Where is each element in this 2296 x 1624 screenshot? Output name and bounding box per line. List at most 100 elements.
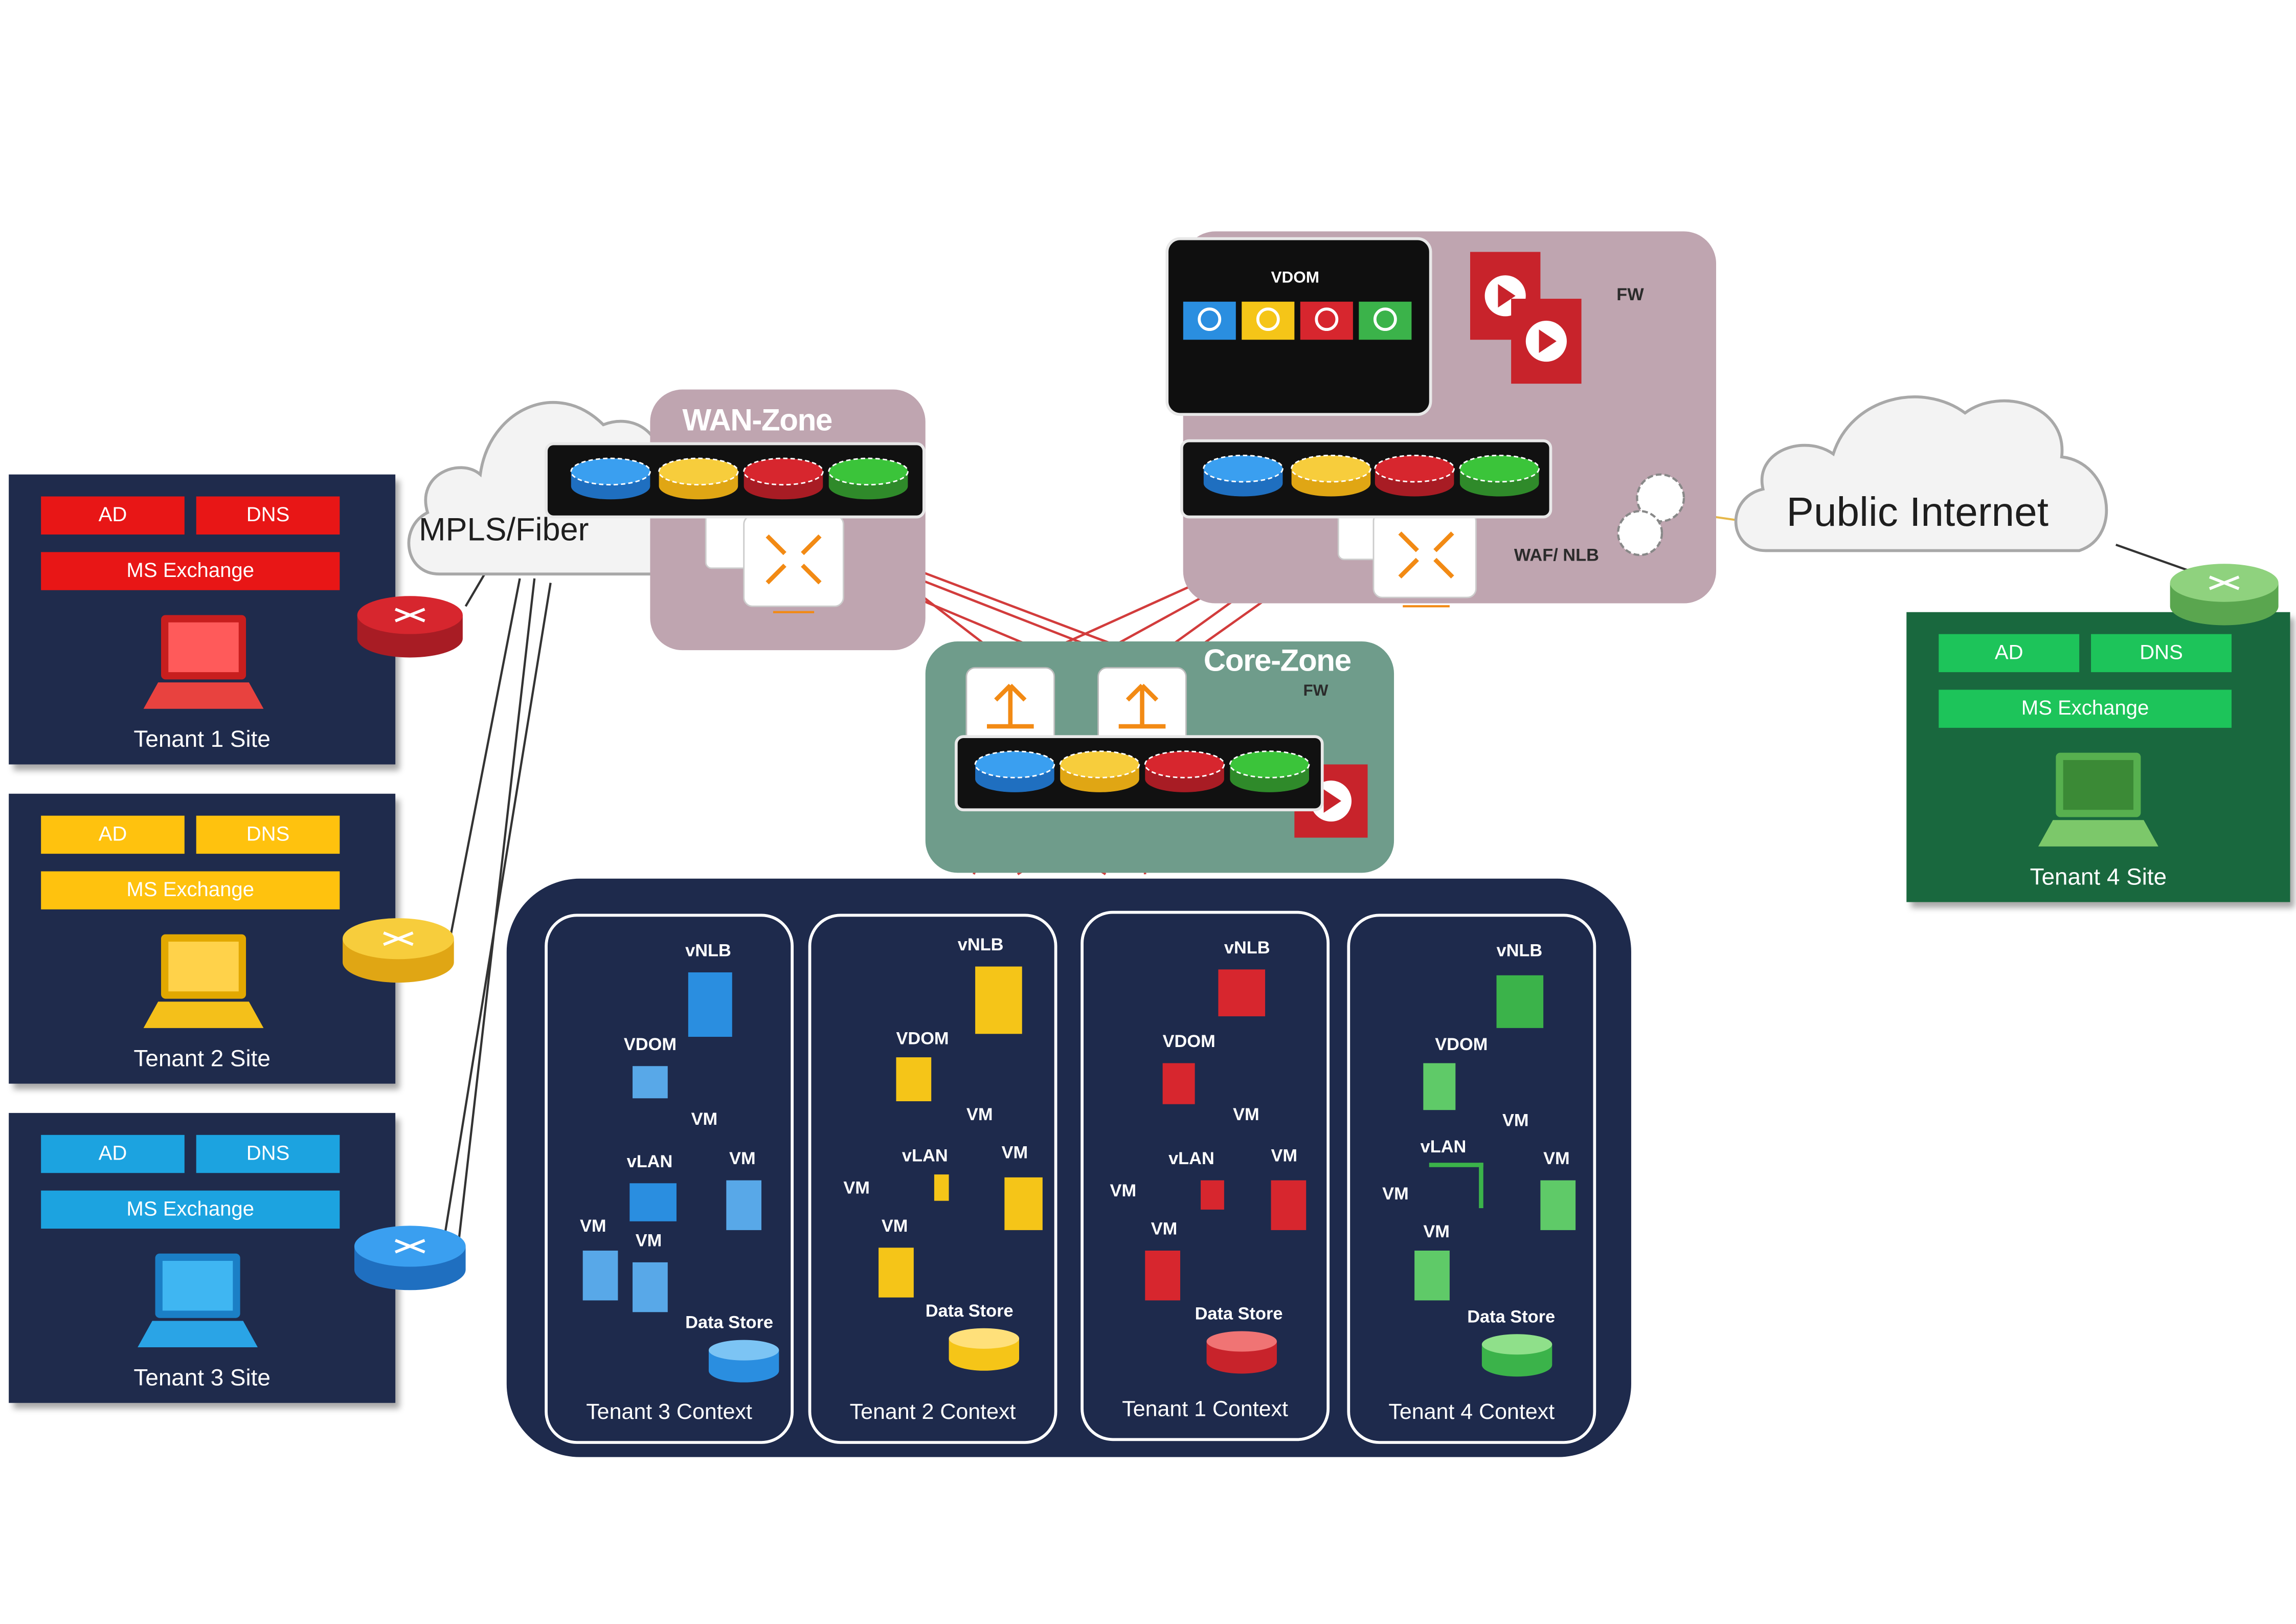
vlan-label: vLAN (1168, 1148, 1214, 1169)
vdom-label: VDOM (1435, 1034, 1488, 1055)
context-label: Tenant 2 Context (849, 1400, 1016, 1425)
vm-label: VM (1233, 1104, 1259, 1125)
context-label: Tenant 4 Context (1388, 1400, 1555, 1425)
exchange-service: MS Exchange (41, 552, 340, 590)
vm-label: VM (881, 1215, 908, 1236)
switch-icon (1337, 506, 1477, 608)
fw-label: FW (1303, 682, 1329, 700)
vm-label: VM (1151, 1218, 1178, 1239)
internet-label: Public Internet (1786, 489, 2049, 535)
vm-icon (633, 1262, 668, 1312)
datastore-label: Data Store (1195, 1303, 1283, 1324)
exchange-service: MS Exchange (41, 871, 340, 909)
vm-label: VM (1423, 1221, 1450, 1242)
load-balancer-icon (1496, 975, 1544, 1028)
vm-label: VM (691, 1108, 718, 1129)
ad-service: AD (41, 815, 185, 854)
site-label: Tenant 4 Site (2030, 865, 2167, 891)
datastore-label: Data Store (925, 1300, 1014, 1321)
vdom-label: VDOM (896, 1028, 949, 1049)
fw-label: FW (1616, 284, 1644, 305)
tenant3-site: AD DNS MS Exchange Tenant 3 Site (9, 1113, 396, 1403)
datastore-icon (1481, 1334, 1552, 1377)
tenant4-site: AD DNS MS Exchange Tenant 4 Site (1906, 612, 2290, 902)
vm-icon (1145, 1251, 1180, 1301)
router-icon (357, 596, 463, 658)
switch-icon (705, 508, 844, 613)
vnlb-label: vNLB (685, 940, 731, 961)
router-icon (354, 1226, 466, 1291)
vm-icon (1271, 1180, 1307, 1230)
router-stack (1180, 439, 1552, 519)
vdom-icon (896, 1057, 932, 1101)
load-balancer-icon (975, 966, 1022, 1034)
vdom-label: VDOM (1271, 269, 1320, 287)
vm-label: VM (1110, 1180, 1137, 1201)
site-label: Tenant 1 Site (133, 727, 271, 753)
vm-label: VM (1382, 1183, 1409, 1204)
vdom-icon (1183, 301, 1412, 340)
ad-service: AD (1939, 634, 2080, 673)
vnlb-label: vNLB (1224, 937, 1270, 958)
laptop-icon (143, 934, 264, 1028)
tenant1-site: AD DNS MS Exchange Tenant 1 Site (9, 474, 396, 765)
switch-icon (1201, 1180, 1224, 1210)
datastore-icon (708, 1340, 779, 1383)
context-label: Tenant 3 Context (586, 1400, 752, 1425)
vm-label: VM (1502, 1110, 1529, 1131)
datastore-label: Data Store (1467, 1306, 1556, 1327)
router-stack (545, 442, 926, 519)
ad-service: AD (41, 1134, 185, 1173)
context-label: Tenant 1 Context (1122, 1397, 1289, 1422)
vm-icon (1540, 1180, 1576, 1230)
vdom-icon (633, 1066, 668, 1099)
tenant2-context: vNLB VDOM VM vLAN VM VM VM Data Store Te… (808, 914, 1057, 1444)
vnlb-label: vNLB (957, 934, 1004, 955)
vdom-icon (1423, 1063, 1456, 1110)
waf-label: WAF/ NLB (1514, 545, 1599, 566)
vm-label: VM (1543, 1148, 1570, 1169)
vm-label: VM (1001, 1142, 1028, 1163)
laptop-icon (2038, 752, 2158, 847)
vm-icon (1414, 1251, 1450, 1301)
cloud-icon (1734, 395, 2108, 552)
vnlb-label: vNLB (1496, 940, 1543, 961)
tenant4-context: vNLB VDOM VM vLAN VM VM VM Data Store Te… (1347, 914, 1596, 1444)
router-icon (2170, 564, 2279, 626)
switch-icon (1097, 667, 1187, 751)
switch-icon (629, 1183, 677, 1221)
exchange-service: MS Exchange (1939, 689, 2232, 728)
vdom-label: VDOM (623, 1034, 677, 1055)
firewall-icon (1470, 252, 1582, 384)
vm-icon (726, 1180, 762, 1230)
site-label: Tenant 3 Site (133, 1366, 271, 1391)
dns-service: DNS (196, 496, 340, 535)
datastore-icon (1206, 1331, 1277, 1374)
dns-service: DNS (196, 815, 340, 854)
datastore-label: Data Store (685, 1312, 774, 1333)
site-label: Tenant 2 Site (133, 1047, 271, 1072)
tenant1-context: vNLB VDOM VM vLAN VM VM VM Data Store Te… (1081, 910, 1330, 1441)
vm-label: VM (579, 1215, 606, 1236)
tenant2-site: AD DNS MS Exchange Tenant 2 Site (9, 793, 396, 1084)
dns-service: DNS (2091, 634, 2232, 673)
vdom-icon (1162, 1063, 1195, 1104)
laptop-icon (138, 1253, 258, 1347)
switch-icon (965, 667, 1055, 751)
vm-label: VM (843, 1177, 870, 1198)
vdom-panel (1165, 237, 1432, 416)
exchange-service: MS Exchange (41, 1190, 340, 1229)
zone-title: WAN-Zone (682, 404, 832, 438)
ad-service: AD (41, 496, 185, 535)
switch-icon (1429, 1163, 1483, 1208)
vm-icon (879, 1248, 914, 1298)
zone-title: Core-Zone (1203, 644, 1352, 678)
router-stack (955, 735, 1324, 812)
dns-service: DNS (196, 1134, 340, 1173)
vm-label: VM (1271, 1145, 1298, 1166)
load-balancer-icon (688, 972, 732, 1037)
load-balancer-icon (1218, 969, 1266, 1016)
vm-icon (582, 1251, 618, 1301)
vlan-label: vLAN (626, 1151, 673, 1172)
